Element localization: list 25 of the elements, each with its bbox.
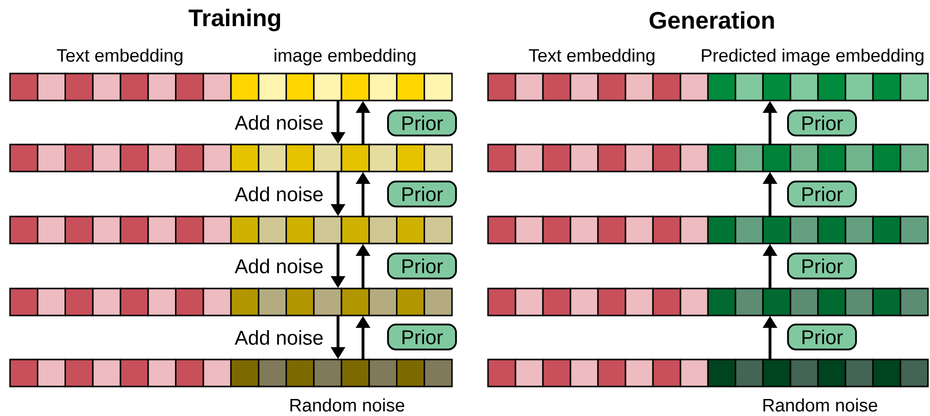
prior-box: Prior — [787, 252, 857, 280]
prior-box: Prior — [387, 324, 457, 350]
embedding-strip — [9, 358, 453, 388]
prior-box: Prior — [387, 180, 457, 208]
edge-label: Add noise — [234, 330, 323, 345]
embedding-strip — [487, 288, 929, 316]
embedding-strip — [487, 72, 929, 102]
embedding-strip — [487, 216, 929, 244]
prior-box: Prior — [787, 180, 857, 208]
embedding-strip — [9, 144, 453, 172]
section-heading: Generation — [650, 11, 774, 29]
embedding-strip — [9, 72, 453, 102]
caption-label: Predicted image embedding — [702, 48, 924, 66]
prior-box: Prior — [387, 110, 457, 136]
prior-box: Prior — [787, 110, 857, 136]
embedding-strip — [487, 358, 929, 388]
edge-label: Add noise — [234, 258, 323, 274]
embedding-strip — [9, 216, 453, 244]
edge-label: Add noise — [234, 115, 323, 130]
prior-box: Prior — [787, 324, 857, 350]
prior-box: Prior — [387, 252, 457, 280]
embedding-strip — [487, 144, 929, 172]
edge-label: Add noise — [234, 186, 323, 202]
embedding-strip — [9, 288, 453, 316]
caption-label: image embedding — [274, 48, 416, 66]
